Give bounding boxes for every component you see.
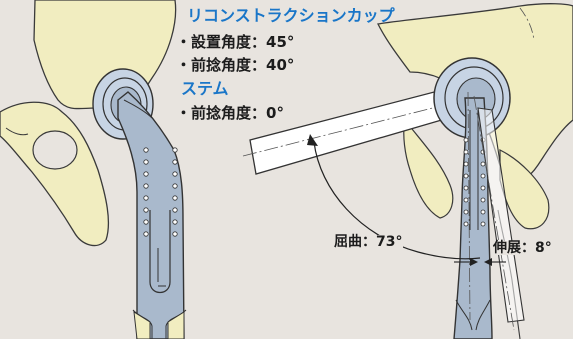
cup-inclination-angle: ・設置角度：45°: [176, 33, 295, 51]
stem-heading: ステム: [181, 79, 229, 98]
stem-anteversion-angle: ・前捻角度：0°: [176, 104, 284, 122]
left-pelvis: [0, 0, 177, 247]
extension-angle-label: 伸展：8°: [492, 240, 553, 256]
left-stem-holes: [143, 147, 178, 237]
flexion-angle-label: 屈曲：73°: [333, 234, 404, 250]
left-stem: [117, 91, 187, 339]
cup-heading: リコンストラクションカップ: [187, 6, 395, 25]
cup-anteversion-angle: ・前捻角度：40°: [176, 56, 295, 74]
